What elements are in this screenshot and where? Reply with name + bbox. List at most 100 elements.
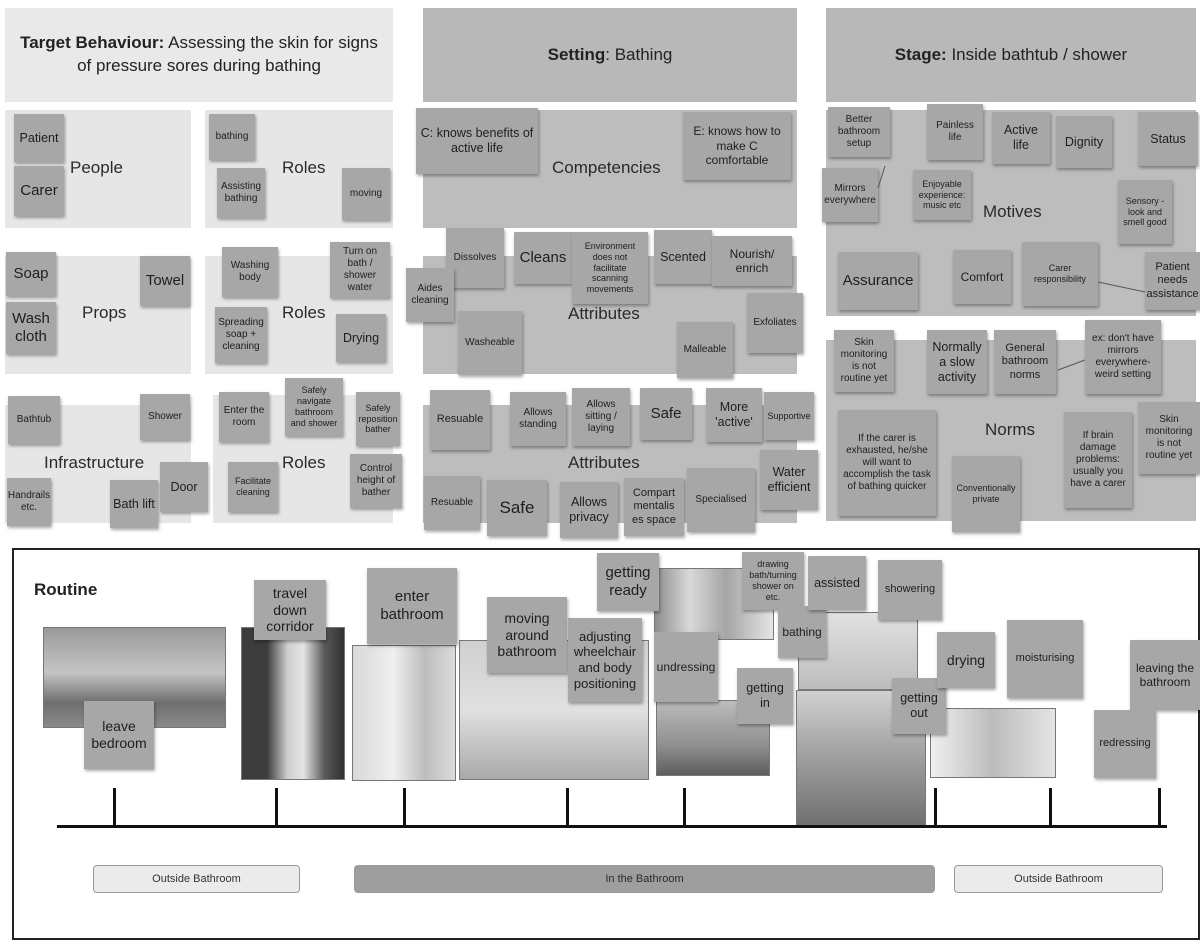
- note-control-height: Control height of bather: [350, 454, 402, 508]
- note-active-life: Active life: [992, 112, 1050, 164]
- note-general-norms: General bathroom norms: [994, 330, 1056, 394]
- roles-label-1: Roles: [282, 158, 326, 177]
- note-skin-monitoring-1: Skin monitoring is not routine yet: [834, 330, 894, 392]
- timeline-tick: [113, 788, 116, 828]
- routine-assisted: assisted: [808, 556, 866, 610]
- attributes-label-1: Attributes: [568, 304, 640, 323]
- routine-getting-in: getting in: [737, 668, 793, 724]
- note-resuable-1: Resuable: [430, 390, 490, 450]
- note-water-efficient: Water efficient: [760, 450, 818, 510]
- routine-drawing-bath: drawing bath/turning shower on etc.: [742, 552, 804, 610]
- people-label: People: [70, 158, 123, 177]
- setting-label: Setting: [547, 44, 606, 64]
- corridor-photo: [241, 627, 345, 780]
- note-conventionally-private: Conventionally private: [952, 456, 1020, 532]
- note-shower: Shower: [140, 394, 190, 440]
- norms-label: Norms: [985, 420, 1036, 439]
- note-towel: Towel: [140, 256, 190, 306]
- routine-leaving-bathroom: leaving the bathroom: [1130, 640, 1200, 710]
- setting-text: : Bathing: [605, 44, 673, 64]
- note-nourish: Nourish/ enrich: [712, 236, 792, 286]
- timeline-tick: [1158, 788, 1161, 828]
- note-c-knows: C: knows benefits of active life: [416, 108, 538, 174]
- note-enjoyable: Enjoyable experience: music etc: [913, 170, 971, 220]
- phase-in-bathroom: In the Bathroom: [354, 865, 935, 893]
- note-resuable-2: Resuable: [424, 476, 480, 530]
- setting-header: Setting: Bathing: [423, 8, 797, 102]
- drying-photo: [930, 708, 1056, 778]
- roles-label-3: Roles: [282, 453, 326, 472]
- routine-moisturising: moisturising: [1007, 620, 1083, 698]
- note-allows-standing: Allows standing: [510, 392, 566, 446]
- routine-moving-around: moving around bathroom: [487, 597, 567, 673]
- props-label: Props: [82, 303, 127, 322]
- routine-title: Routine: [34, 580, 98, 599]
- routine-travel-corridor: travel down corridor: [254, 580, 326, 640]
- note-turn-on-bath: Turn on bath / shower water: [330, 242, 390, 298]
- note-dissolves: Dissolves: [446, 228, 504, 288]
- note-sensory: Sensory - look and smell good: [1118, 180, 1172, 244]
- note-drying-role: Drying: [336, 314, 386, 362]
- note-soap: Soap: [6, 252, 56, 296]
- bathroom-photo-1: [352, 645, 456, 781]
- attributes-label-2: Attributes: [568, 453, 640, 472]
- note-spreading-soap: Spreading soap + cleaning: [215, 307, 267, 363]
- note-painless-life: Painless life: [927, 104, 983, 160]
- note-safely-reposition: Safely reposition bather: [356, 392, 400, 446]
- note-allows-sitting: Allows sitting / laying: [572, 388, 630, 446]
- note-washeable: Washeable: [458, 311, 522, 375]
- target-behaviour-text: Assessing the skin for signs of pressure…: [77, 33, 378, 75]
- note-wash-cloth: Wash cloth: [6, 302, 56, 354]
- routine-showering: showering: [878, 560, 942, 620]
- phase-outside-bathroom-1: Outside Bathroom: [93, 865, 300, 893]
- note-safe-2: Safe: [487, 480, 547, 536]
- routine-enter-bathroom: enter bathroom: [367, 568, 457, 644]
- note-carer-responsibility: Carer responsibility: [1022, 242, 1098, 306]
- note-door: Door: [160, 462, 208, 512]
- note-moving: moving: [342, 168, 390, 220]
- timeline-tick: [683, 788, 686, 828]
- note-ex-dont: ex: don't have mirrors everywhere- weird…: [1085, 320, 1161, 394]
- note-patient-needs: Patient needs assistance: [1145, 252, 1200, 310]
- note-cleans: Cleans: [514, 232, 572, 284]
- stage-text: Inside bathtub / shower: [946, 44, 1128, 64]
- note-specialised: Specialised: [687, 468, 755, 532]
- routine-getting-ready: getting ready: [597, 553, 659, 611]
- note-safely-navigate: Safely navigate bathroom and shower: [285, 378, 343, 436]
- roles-label-2: Roles: [282, 303, 326, 322]
- target-behaviour-label: Target Behaviour:: [20, 33, 165, 53]
- competencies-label: Competencies: [552, 158, 661, 177]
- timeline-axis: [57, 825, 1167, 828]
- note-more-active: More 'active': [706, 388, 762, 442]
- motives-label: Motives: [983, 202, 1042, 221]
- routine-leave-bedroom: leave bedroom: [84, 701, 154, 769]
- note-comfort: Comfort: [953, 250, 1011, 304]
- note-better-bathroom: Better bathroom setup: [828, 107, 890, 157]
- note-allows-privacy: Allows privacy: [560, 482, 618, 538]
- stage-label: Stage:: [894, 44, 947, 64]
- routine-redressing: redressing: [1094, 710, 1156, 778]
- note-assurance: Assurance: [838, 252, 918, 310]
- note-e-knows: E: knows how to make C comfortable: [683, 112, 791, 180]
- note-supportive: Supportive: [764, 392, 814, 440]
- timeline-tick: [1049, 788, 1052, 828]
- timeline-tick: [403, 788, 406, 828]
- note-scented: Scented: [654, 230, 712, 284]
- note-dignity: Dignity: [1056, 116, 1112, 168]
- note-bath-lift: Bath lift: [110, 480, 158, 528]
- note-enter-room: Enter the room: [219, 392, 269, 442]
- note-safe-1: Safe: [640, 388, 692, 440]
- note-patient: Patient: [14, 114, 64, 162]
- note-brain-damage: If brain damage problems: usually you ha…: [1064, 412, 1132, 508]
- routine-bathing: bathing: [778, 606, 826, 658]
- note-status: Status: [1138, 112, 1198, 166]
- timeline-tick: [275, 788, 278, 828]
- note-assisting-bathing: Assisting bathing: [217, 168, 265, 218]
- note-mirrors-everywhere: Mirrors everywhere: [822, 168, 878, 222]
- note-skin-monitoring-2: Skin monitoring is not routine yet: [1138, 402, 1200, 474]
- timeline-tick: [934, 788, 937, 828]
- target-behaviour-header: Target Behaviour: Assessing the skin for…: [5, 8, 393, 102]
- note-compartmentalises: Compart mentalis es space: [624, 478, 684, 536]
- note-carer: Carer: [14, 166, 64, 216]
- note-exfoliates: Exfoliates: [747, 293, 803, 353]
